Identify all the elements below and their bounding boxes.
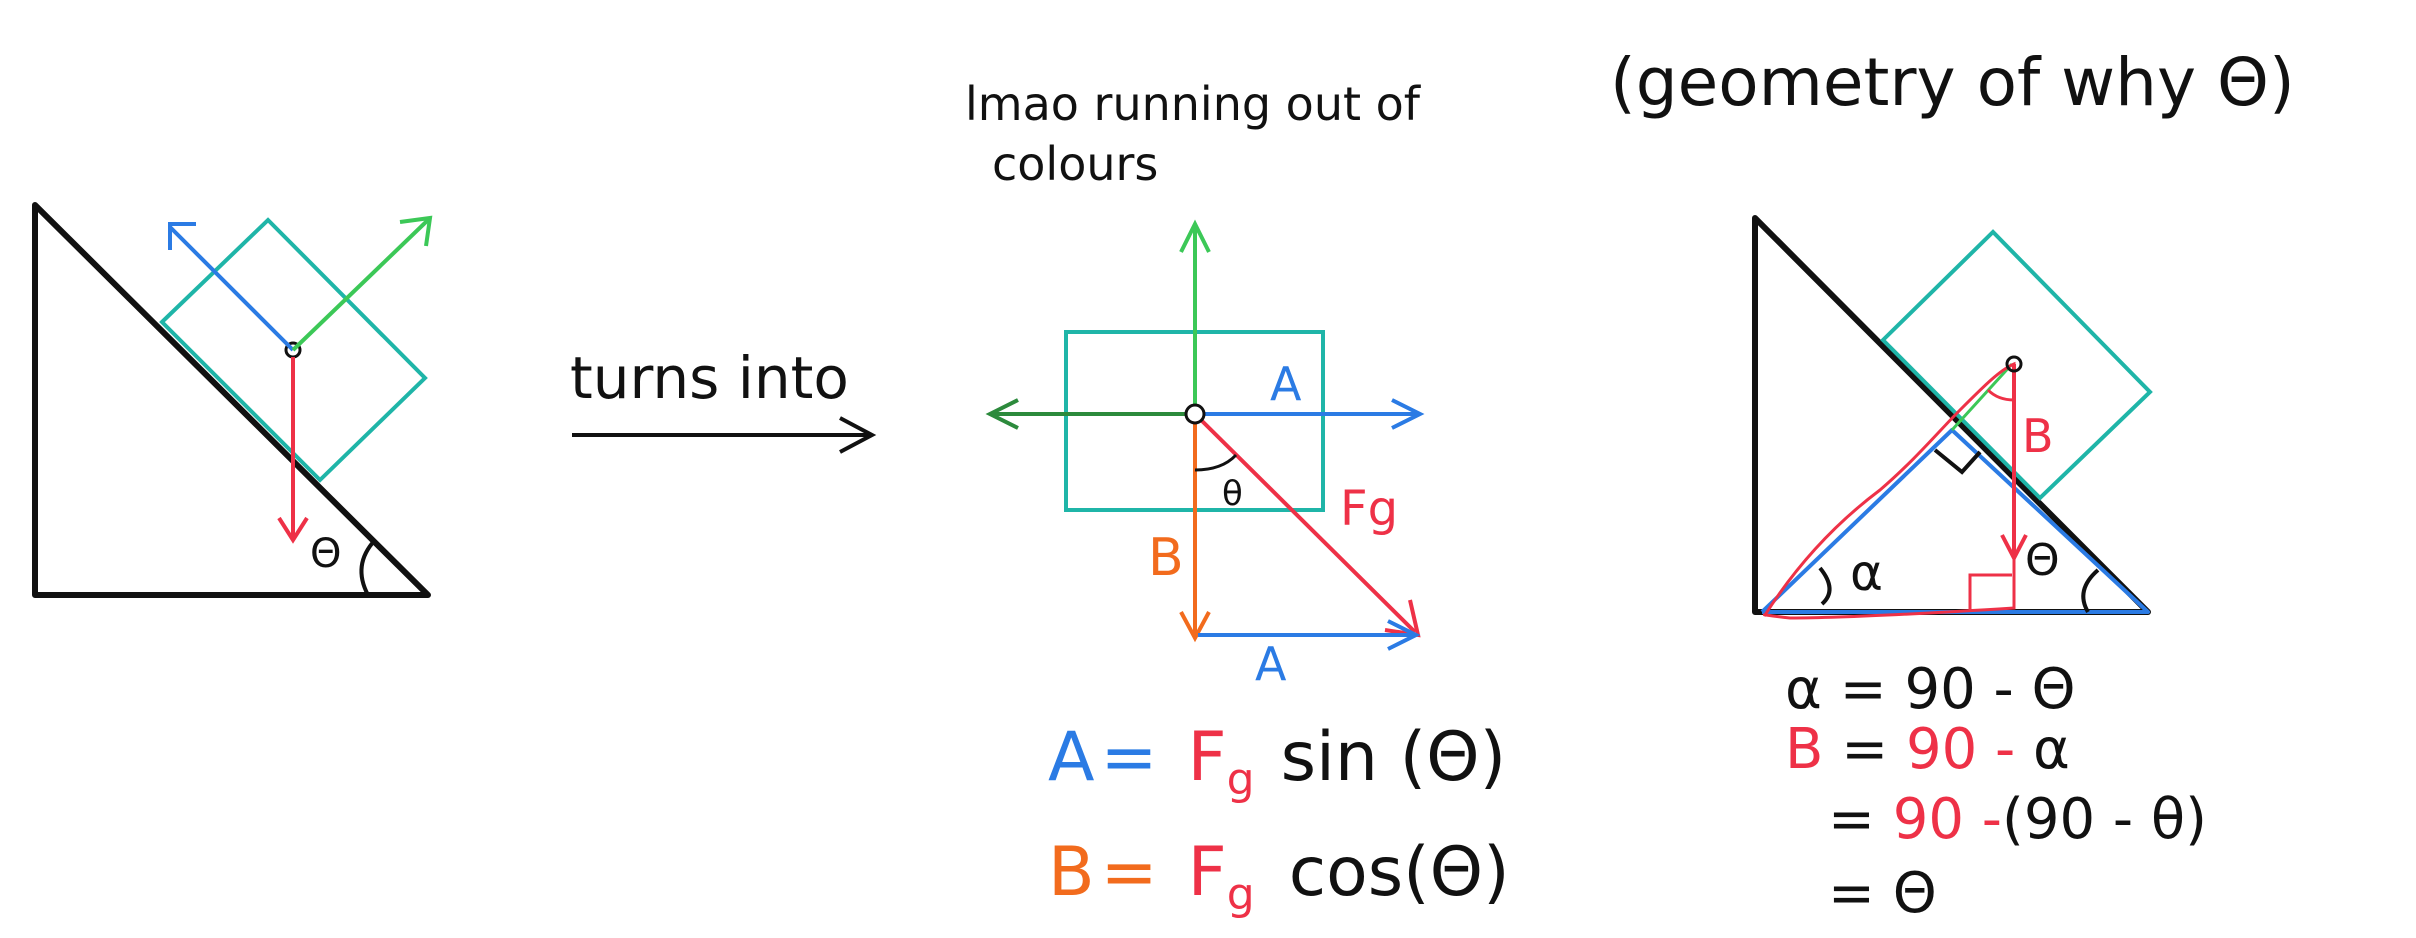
gravity-arrowhead [277,516,309,544]
incline-theta-label: Θ [310,531,341,577]
derivation-line-4: = Θ [1828,861,1937,926]
block-on-incline [159,217,428,483]
geometry-alpha-label: α [1850,544,1883,602]
geometry-blue-triangle [1760,428,2150,614]
transition: turns into [570,344,877,454]
blue-force-arrow [168,225,295,352]
turns-into-label: turns into [570,344,849,412]
fbd-blue-A-arrowhead [1391,398,1425,430]
geometry-block [1880,229,2153,501]
geometry-green-line [1950,362,2014,432]
fbd-theta-label: θ [1222,474,1243,514]
fbd-center-point [1184,403,1206,425]
geometry-diagram: (geometry of why Θ) B Θ α [1610,44,2295,620]
derivation: α = 90 - Θ B = 90 - α = 90 -(90 - θ) = Θ [1785,657,2207,926]
blue-arrowhead [168,222,196,250]
geometry-red-outline [1762,361,2016,620]
fbd-darkgreen-left-arrowhead [985,398,1019,430]
transition-arrowhead [839,416,877,454]
geometry-red-B-arrowhead [2000,534,2028,563]
geometry-right-angle-mark [1933,448,1982,475]
fbd-A-label-top: A [1270,357,1302,411]
green-force-arrow [291,218,430,352]
geometry-red-right-angle [1968,573,2012,612]
geometry-B-label: B [2022,409,2054,463]
fbd-blue-A-bottom-arrowhead [1387,619,1421,651]
geometry-red-small-arc [1986,388,2015,402]
fbd-angle-arc [1194,453,1238,472]
green-arrowhead [399,215,433,247]
geometry-title: (geometry of why Θ) [1610,44,2295,121]
geometry-center-point [2005,355,2023,373]
geometry-alpha-arc [1818,566,1832,606]
fbd-green-up-arrowhead [1179,219,1211,253]
incline-angle-arc [359,538,377,596]
note-line-2: colours [992,137,1158,191]
derivation-line-1: α = 90 - Θ [1785,657,2076,722]
geometry-triangle [1752,215,2151,615]
geometry-theta-label: Θ [2025,535,2060,586]
derivation-line-2: B = 90 - α [1785,717,2070,782]
fbd-gravity-arrow [1193,412,1417,634]
fbd-B-label: B [1148,528,1184,588]
derivation-line-3: = 90 -(90 - θ) [1828,787,2207,852]
geometry-theta-arc [2081,568,2100,614]
fbd-A-label-bottom: A [1255,637,1287,691]
fbd-Fg-label: Fg [1340,481,1398,537]
free-body-diagram: lmao running out of colours A B Fg A θ [965,77,1425,691]
note-line-1: lmao running out of [965,77,1422,131]
incline-triangle [32,202,431,598]
fbd-orange-B-arrowhead [1179,611,1211,643]
incline-diagram: Θ [32,202,433,598]
